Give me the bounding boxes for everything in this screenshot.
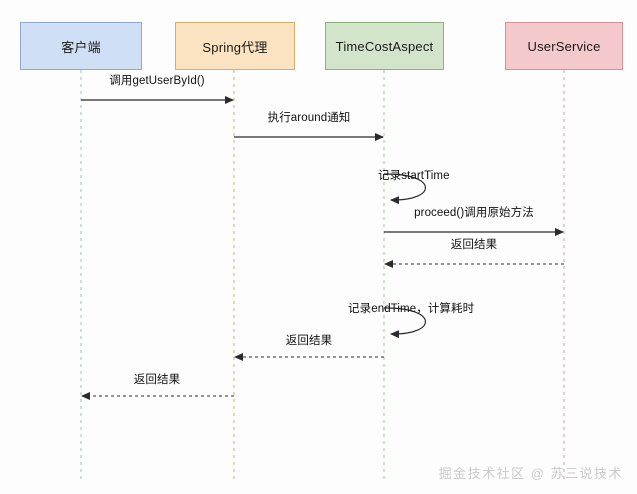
participant-box-timecost-aspect: TimeCostAspect (325, 22, 444, 70)
message-label-msg-record-endtime: 记录endTime，计算耗时 (348, 303, 475, 315)
message-label-msg-return-result-service: 返回结果 (450, 239, 498, 251)
message-label-msg-record-starttime: 记录startTime (378, 170, 450, 182)
lifelines-group (80, 70, 565, 480)
message-label-msg-return-result-aspect: 返回结果 (285, 335, 333, 347)
participant-box-user-service: UserService (505, 22, 623, 70)
message-label-msg-proceed-original: proceed()调用原始方法 (414, 207, 534, 219)
message-label-msg-execute-around: 执行around通知 (267, 112, 351, 124)
messages-group (81, 96, 564, 400)
message-label-msg-return-result-client: 返回结果 (133, 374, 181, 386)
message-label-msg-call-getuserbyid: 调用getUserById() (109, 75, 205, 87)
participant-box-spring-proxy: Spring代理 (175, 22, 295, 70)
message-arrow-msg-record-starttime (383, 173, 426, 205)
message-arrow-msg-record-endtime (383, 307, 426, 339)
participant-box-client: 客户端 (20, 22, 142, 70)
watermark-text: 掘金技术社区 @ 苏三说技术 (438, 466, 623, 481)
